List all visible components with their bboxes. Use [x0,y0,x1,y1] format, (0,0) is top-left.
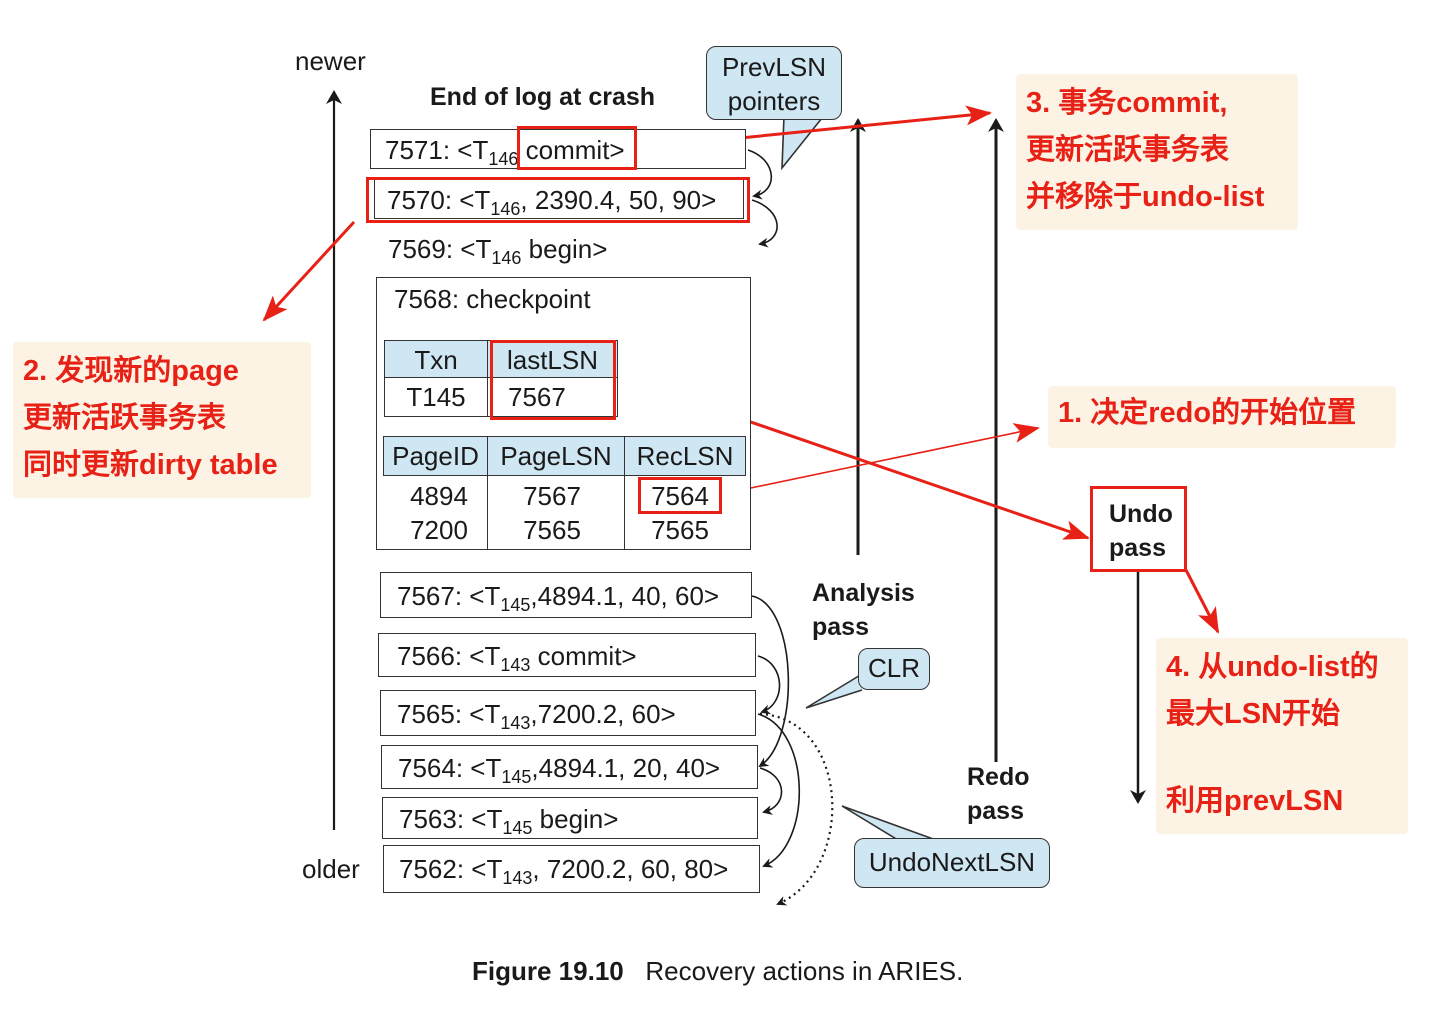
undonextlsn-dotted-arc [759,712,834,906]
undonextlsn-callout-tail [841,805,937,841]
figure-caption-text: Recovery actions in ARIES. [645,956,964,986]
annotation-note-2: 2. 发现新的page 更新活跃事务表 同时更新dirty table [13,342,311,498]
checkpoint-title: 7568: checkpoint [394,284,591,314]
clr-callout-tail [805,673,863,709]
log-record-7570: 7570: <T146, 2390.4, 50, 90> [374,179,744,219]
log-record-text: 7570: <T146, 2390.4, 50, 90> [387,185,717,220]
log-record-text: 7564: <T145,4894.1, 20, 40> [398,753,721,788]
red-arrow-to-note2 [262,220,356,322]
log-record-7563: 7563: <T145 begin> [382,797,758,839]
prevlsn-arc-7570-7569 [751,199,778,248]
log-record-text: 7566: <T143 commit> [397,641,637,676]
highlight-reclsn-7564 [638,477,722,514]
dirty-table-divider-1 [487,476,488,549]
end-of-log-label: End of log at crash [430,83,656,111]
dirty-cell: 7200 [410,515,468,545]
highlight-lastlsn [490,340,616,420]
analysis-pass-label: Analysis pass [812,579,915,641]
newer-label: newer [295,46,366,76]
log-record-7565: 7565: <T143,7200.2, 60> [380,690,756,736]
log-record-text: 7562: <T143, 7200.2, 60, 80> [399,854,729,889]
dirty-cell: 7565 [523,515,581,545]
figure-caption: Figure 19.10 Recovery actions in ARIES. [472,956,963,987]
dirty-header-reclsn: RecLSN [624,436,746,476]
checkpoint-record [376,277,751,550]
annotation-note-1: 1. 决定redo的开始位置 [1048,386,1396,448]
red-arrow-to-note1 [721,423,1040,495]
prevlsn-arc-7565-7562 [757,713,801,868]
undonextlsn-callout: UndoNextLSN [854,838,1050,888]
log-record-7566: 7566: <T143 commit> [378,633,756,677]
dirty-header-pageid: PageID [383,436,488,476]
txn-cell-lastlsn: 7567 [487,377,618,417]
redo-pass-label: Redo pass [967,763,1030,825]
log-record-7569: 7569: <T146 begin> [388,234,608,269]
txn-header-txn: Txn [384,340,488,378]
prevlsn-callout-tail [781,115,823,171]
undo-pass-label: Undo pass [1090,486,1187,572]
dirty-cell: 7565 [651,515,709,545]
log-record-7571: 7571: <T146 commit> [370,129,746,169]
log-record-text: 7571: <T146 commit> [385,135,625,170]
dirty-header-pagelsn: PageLSN [487,436,625,476]
log-record-7567: 7567: <T145,4894.1, 40, 60> [380,572,752,618]
older-label: older [302,854,360,884]
dirty-cell: 7564 [651,481,709,511]
highlight-7570-record [366,177,750,223]
log-record-7564: 7564: <T145,4894.1, 20, 40> [381,745,758,789]
log-record-text: 7565: <T143,7200.2, 60> [397,699,676,734]
prevlsn-arc-7566-7565 [757,655,781,715]
annotation-note-3: 3. 事务commit, 更新活跃事务表 并移除于undo-list [1016,74,1298,230]
dirty-table-divider-2 [624,476,625,549]
dirty-cell: 7567 [523,481,581,511]
red-arrow-to-note4 [1184,569,1220,634]
prevlsn-pointers-callout: PrevLSN pointers [706,46,842,120]
txn-header-lastlsn: lastLSN [487,340,618,378]
figure-caption-label: Figure 19.10 [472,956,624,986]
prevlsn-arc-7571-7570 [747,149,773,200]
log-record-7562: 7562: <T143, 7200.2, 60, 80> [383,845,760,893]
highlight-commit [517,126,637,170]
clr-callout: CLR [858,648,930,690]
annotation-note-4: 4. 从undo-list的 最大LSN开始 利用prevLSN [1156,638,1408,834]
log-record-text: 7567: <T145,4894.1, 40, 60> [397,581,720,616]
prevlsn-arc-7564-7563 [759,767,783,815]
txn-cell-txn: T145 [384,377,488,417]
dirty-cell: 4894 [410,481,468,511]
log-record-text: 7563: <T145 begin> [399,804,619,839]
prevlsn-arc-7567-7564 [751,595,790,768]
